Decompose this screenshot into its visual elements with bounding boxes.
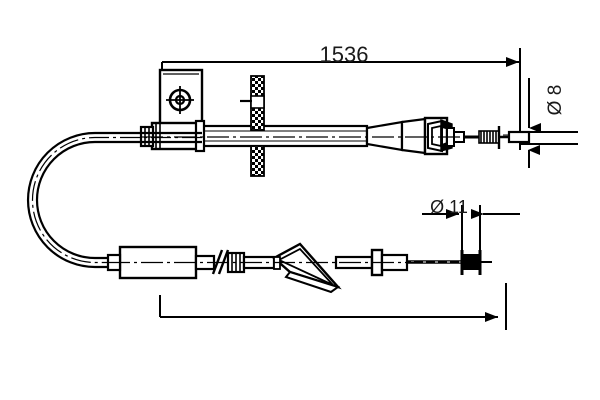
- dimension-terminal-diameter: Ø 11: [422, 197, 520, 258]
- dimension-label-diameter8: Ø 8: [545, 85, 566, 116]
- clevis-fork-end: [423, 116, 455, 156]
- cable-sleeve-body: [200, 124, 369, 148]
- cable-u-bend: [26, 131, 202, 269]
- dimension-lower-length: [159, 283, 507, 330]
- upper-cable-assembly: Ø 8: [139, 48, 578, 177]
- square-end-terminal: [460, 250, 492, 275]
- dimension-label-1536: 1536: [320, 42, 369, 67]
- knurled-clamp-strip: [240, 75, 265, 177]
- lower-cable-assembly: Ø 11: [26, 131, 520, 330]
- dimension-label-diameter11: Ø 11: [430, 197, 468, 217]
- dimension-cable-diameter: Ø 8: [520, 78, 578, 168]
- wedge-anchor-plate: [271, 242, 342, 294]
- left-ferrule: [139, 119, 206, 153]
- mounting-bracket-plate: [158, 68, 204, 140]
- cable-end-terminal: [507, 130, 531, 144]
- tapered-sleeve: [365, 117, 427, 155]
